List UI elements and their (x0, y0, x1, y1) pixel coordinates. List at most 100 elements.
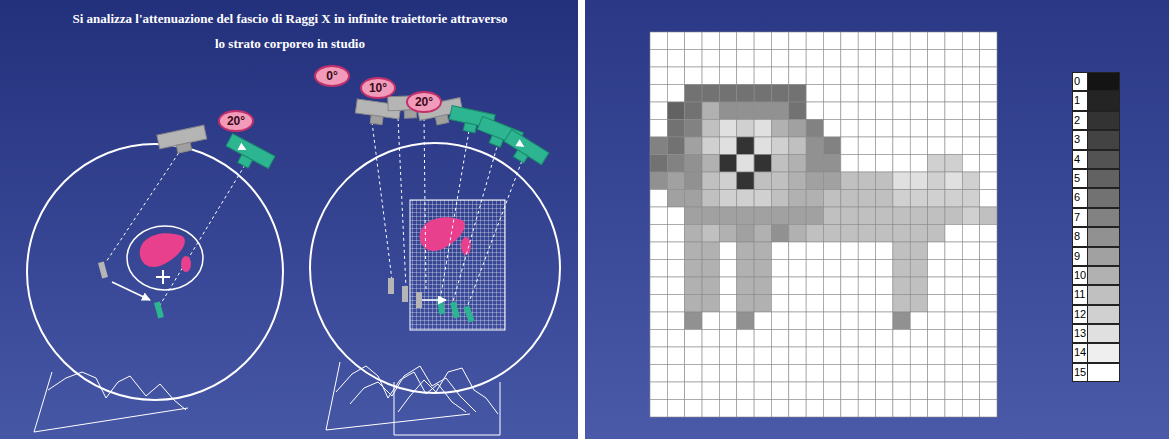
legend-row: 6 (1072, 188, 1120, 207)
pixel (789, 347, 806, 365)
pixel (667, 50, 684, 68)
pixel (771, 190, 788, 208)
pixel (789, 330, 806, 348)
pixel (806, 347, 823, 365)
legend-row: 9 (1072, 247, 1120, 266)
pixel (841, 365, 858, 383)
pixel (737, 85, 754, 103)
pixel (667, 172, 684, 190)
pixel (702, 242, 719, 260)
pixel (737, 400, 754, 418)
pixel (806, 32, 823, 50)
panel-background (0, 0, 578, 439)
pixel (841, 312, 858, 330)
pixel (841, 120, 858, 138)
xray-tube-part (176, 142, 191, 153)
legend-swatch (1088, 188, 1120, 207)
pixel (754, 155, 771, 173)
grey-level: 4 (1072, 150, 1088, 169)
pixel (858, 137, 875, 155)
pixel (962, 400, 979, 418)
pixel (685, 400, 702, 418)
pixel (685, 32, 702, 50)
pixel (980, 225, 997, 243)
xray-tube (157, 125, 209, 156)
legend-row: 5 (1072, 169, 1120, 188)
pixel (719, 120, 736, 138)
pixel (754, 225, 771, 243)
pixel (650, 137, 667, 155)
pixel (962, 225, 979, 243)
pixel (789, 102, 806, 120)
pixel (789, 32, 806, 50)
profile-plots-part (350, 366, 476, 412)
pixel (876, 85, 893, 103)
pixel (893, 400, 910, 418)
legend-swatch (1088, 343, 1120, 362)
grey-level: 2 (1072, 111, 1088, 130)
pixel (945, 312, 962, 330)
pixel (719, 242, 736, 260)
detector-element (154, 301, 164, 318)
legend-row: 10 (1072, 266, 1120, 285)
pixel (685, 137, 702, 155)
pixel (806, 400, 823, 418)
pixel (858, 207, 875, 225)
pixel (980, 67, 997, 85)
pixel (928, 382, 945, 400)
pixel (893, 312, 910, 330)
pixel (702, 225, 719, 243)
pixel (650, 277, 667, 295)
pixel (945, 137, 962, 155)
pixel (945, 67, 962, 85)
pixel (980, 312, 997, 330)
pixel (910, 365, 927, 383)
pixel (824, 155, 841, 173)
pixel (980, 330, 997, 348)
pixel (702, 277, 719, 295)
pixel (702, 50, 719, 68)
detector-element (98, 261, 108, 278)
pixel (858, 32, 875, 50)
pixel (893, 295, 910, 313)
pixel (719, 260, 736, 278)
pixel (910, 67, 927, 85)
pixel (771, 102, 788, 120)
detector-elements-part (463, 305, 474, 322)
pixel (980, 190, 997, 208)
pixel (737, 50, 754, 68)
ray-paths-part (398, 118, 406, 288)
legend-swatch (1088, 169, 1120, 188)
pixel (806, 242, 823, 260)
pixel (667, 242, 684, 260)
pixel (737, 347, 754, 365)
pixel (824, 277, 841, 295)
angle-oval: 20° (218, 110, 254, 132)
pixel (667, 155, 684, 173)
pixel (754, 260, 771, 278)
pixel (858, 172, 875, 190)
pixel (667, 400, 684, 418)
pixel (876, 330, 893, 348)
pixel (824, 207, 841, 225)
pixel (876, 190, 893, 208)
profile-plots-part (394, 435, 500, 436)
pixel (702, 120, 719, 138)
center-mark (156, 270, 170, 284)
pixel (858, 277, 875, 295)
pixel (806, 50, 823, 68)
pixel (702, 347, 719, 365)
pixel (719, 190, 736, 208)
grey-level: 9 (1072, 247, 1088, 266)
pixel (824, 32, 841, 50)
profile-plots-part (336, 366, 466, 412)
slide-title: Si analizza l'attenuazione del fascio di… (70, 6, 510, 56)
pixel (754, 400, 771, 418)
pixel (858, 365, 875, 383)
pixel (702, 190, 719, 208)
pixel (667, 382, 684, 400)
pixel (737, 277, 754, 295)
pixel (962, 67, 979, 85)
pixel (719, 400, 736, 418)
